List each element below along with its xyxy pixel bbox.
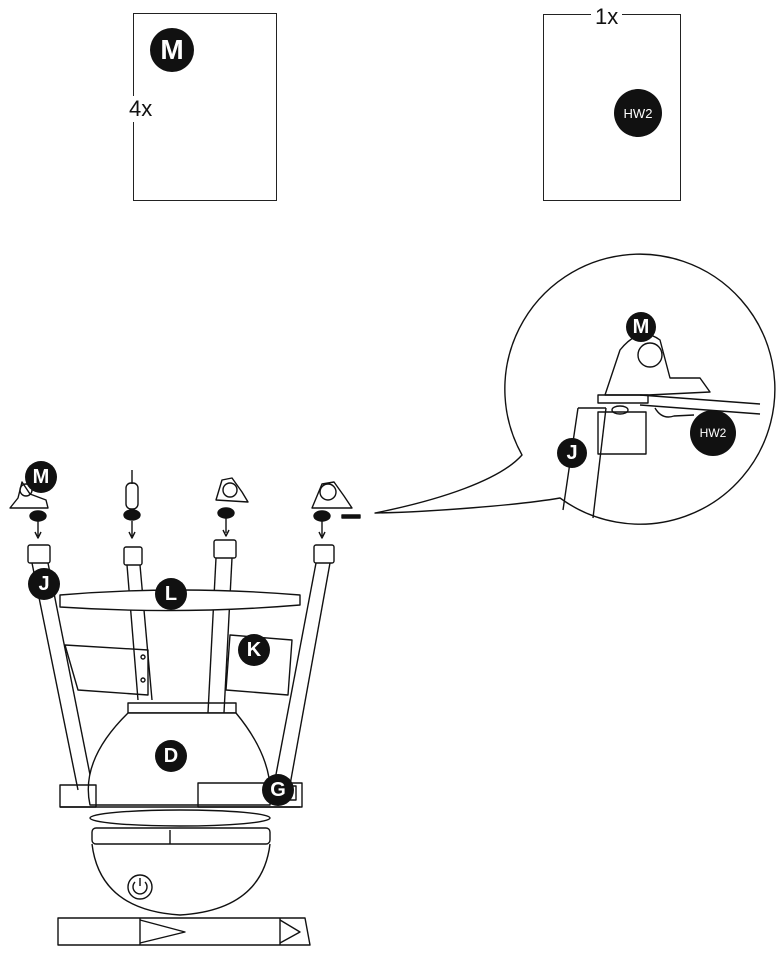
panel-k <box>64 634 293 696</box>
parts-panel-hw2: HW2 <box>543 14 681 201</box>
base-plate <box>57 917 311 946</box>
part-hw2-badge: HW2 <box>614 89 662 137</box>
panel-m-quantity: 4x <box>125 96 157 122</box>
callout-j-detail: J <box>557 438 587 468</box>
callout-k: K <box>238 634 270 666</box>
callout-g: G <box>262 774 294 806</box>
callout-m: M <box>25 461 57 493</box>
part-letter-m-badge: M <box>150 28 194 72</box>
detail-zoom-circle <box>374 253 776 525</box>
caster-1 <box>9 481 49 539</box>
power-icon <box>127 874 153 900</box>
caster-2 <box>123 470 141 539</box>
parts-panel-m: M <box>133 13 277 201</box>
callout-l: L <box>155 578 187 610</box>
callout-j: J <box>28 568 60 600</box>
callout-m-detail: M <box>626 312 656 342</box>
caster-4 <box>311 481 361 539</box>
panel-hw2-quantity: 1x <box>591 4 623 30</box>
callout-hw2-detail: HW2 <box>690 410 736 456</box>
base-housing <box>89 809 271 916</box>
caster-3 <box>215 477 249 537</box>
callout-d: D <box>155 740 187 772</box>
frame-g <box>59 782 303 808</box>
